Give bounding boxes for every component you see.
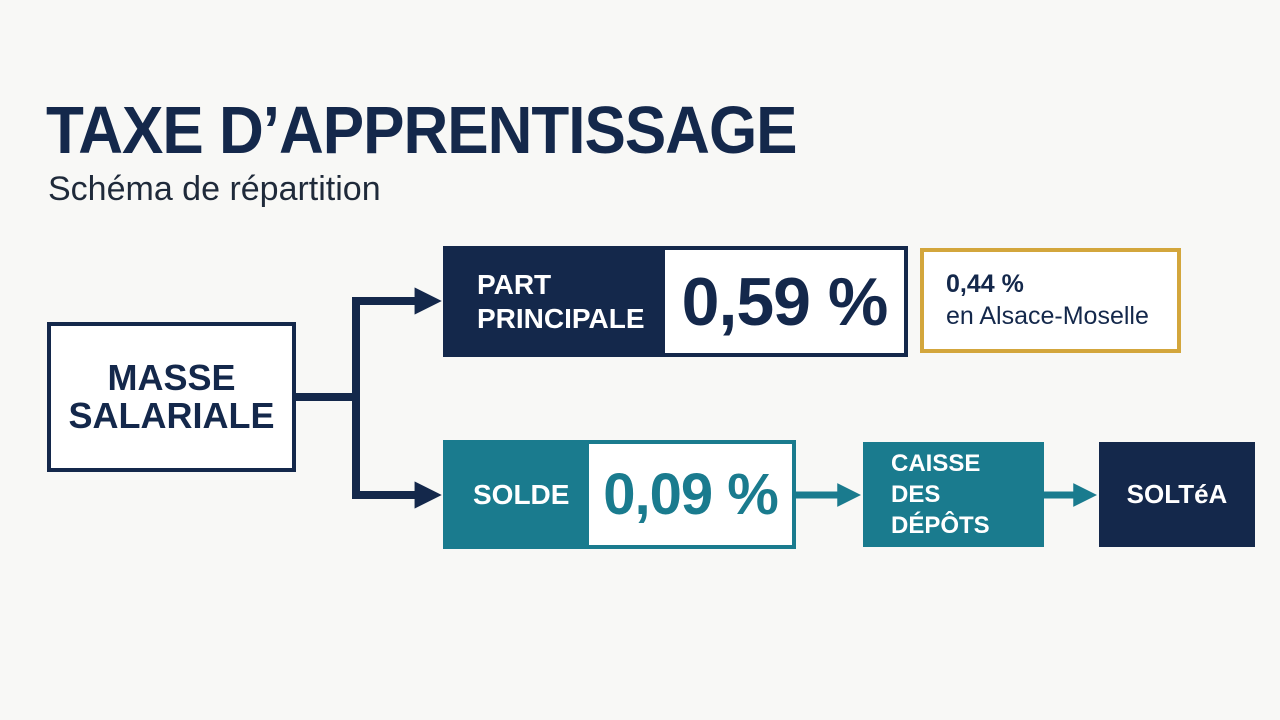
part-principale-label: PART PRINCIPALE (447, 250, 665, 353)
alsace-moselle-label: en Alsace-Moselle (946, 301, 1149, 330)
masse-salariale-label: MASSE SALARIALE (68, 357, 275, 436)
soltea-label: SOLTéA (1126, 479, 1228, 509)
soltea-box: SOLTéA (1099, 442, 1255, 547)
part-principale-box: PART PRINCIPALE 0,59 % (443, 246, 908, 357)
page-title: TAXE D’APPRENTISSAGE (46, 93, 798, 169)
alsace-moselle-rate: 0,44 % (946, 270, 1024, 299)
caisse-des-depots-label: CAISSE DES DÉPÔTS (891, 449, 990, 540)
page-subtitle: Schéma de répartition (48, 170, 381, 208)
solde-label: SOLDE (447, 444, 589, 545)
connector-arrow-solde (352, 397, 442, 509)
solde-box: SOLDE 0,09 % (443, 440, 796, 549)
alsace-moselle-box: 0,44 % en Alsace-Moselle (920, 248, 1181, 353)
caisse-des-depots-box: CAISSE DES DÉPÔTS (863, 442, 1044, 547)
connector-arrow-part-principale (352, 287, 442, 397)
part-principale-rate: 0,59 % (681, 263, 889, 340)
solde-rate: 0,09 % (603, 462, 779, 527)
masse-salariale-box: MASSE SALARIALE (47, 322, 296, 472)
